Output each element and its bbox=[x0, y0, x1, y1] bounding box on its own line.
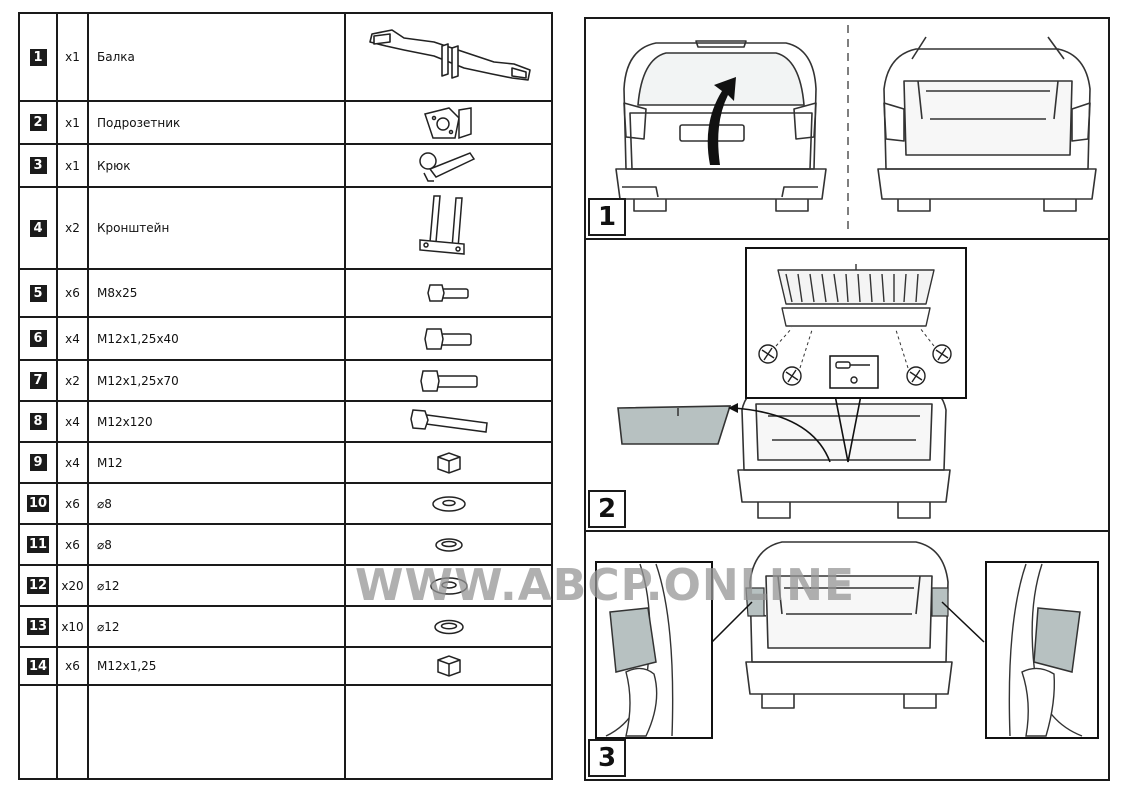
part-number: 1 bbox=[29, 48, 47, 66]
part-number: 7 bbox=[29, 372, 47, 389]
table-row: 14 x6 M12x1,25 bbox=[18, 646, 553, 686]
part-name: M12x1,25x70 bbox=[87, 359, 346, 402]
part-name: Балка bbox=[87, 12, 346, 102]
table-row-empty bbox=[18, 684, 553, 780]
part-qty: x4 bbox=[56, 441, 89, 484]
socket-plate-icon bbox=[423, 106, 472, 139]
part-qty: x2 bbox=[56, 186, 89, 270]
part-number: 14 bbox=[26, 657, 50, 675]
table-row: 10 x6 ⌀8 bbox=[18, 482, 553, 525]
installation-steps: 1 bbox=[584, 17, 1110, 781]
part-qty: x4 bbox=[56, 400, 89, 443]
part-number: 8 bbox=[29, 413, 47, 430]
step-number: 3 bbox=[588, 739, 626, 777]
step-2-panel: 2 bbox=[586, 240, 1108, 532]
table-row: 13 x10 ⌀12 bbox=[18, 605, 553, 648]
table-row: 8 x4 M12x120 bbox=[18, 400, 553, 443]
part-name: M12x1,25 bbox=[87, 646, 346, 686]
table-row: 9 x4 M12 bbox=[18, 441, 553, 484]
part-qty: x6 bbox=[56, 482, 89, 525]
part-qty: x1 bbox=[56, 100, 89, 145]
table-row: 3 x1 Крюк bbox=[18, 143, 553, 188]
part-name: ⌀8 bbox=[87, 523, 346, 566]
part-number: 12 bbox=[26, 577, 50, 594]
bracket-icon bbox=[418, 195, 465, 255]
part-qty: x1 bbox=[56, 143, 89, 188]
table-row: 1 x1 Балка bbox=[18, 12, 553, 102]
part-qty: x1 bbox=[56, 12, 89, 102]
table-row: 4 x2 Кронштейн bbox=[18, 186, 553, 270]
washer-icon bbox=[429, 576, 468, 595]
part-qty: x6 bbox=[56, 523, 89, 566]
part-name: M8x25 bbox=[87, 268, 346, 318]
washer-icon bbox=[431, 495, 466, 512]
nut-icon bbox=[436, 451, 461, 474]
hook-icon bbox=[418, 151, 475, 182]
part-qty: x6 bbox=[56, 646, 89, 686]
arrow-up-icon bbox=[707, 77, 736, 165]
part-number: 5 bbox=[29, 284, 47, 302]
parts-table: 1 x1 Балка 2 x1 Подрозетник bbox=[18, 12, 553, 780]
part-name: ⌀12 bbox=[87, 605, 346, 648]
part-number: 13 bbox=[26, 618, 50, 635]
bolt-icon bbox=[409, 408, 488, 433]
part-number: 10 bbox=[26, 495, 50, 512]
bolt-icon bbox=[426, 284, 469, 302]
part-number: 11 bbox=[26, 536, 50, 553]
part-number: 3 bbox=[29, 157, 47, 174]
trunk-floor-panel bbox=[617, 405, 732, 445]
part-name: Подрозетник bbox=[87, 100, 346, 145]
part-number: 2 bbox=[29, 114, 47, 131]
part-name: ⌀8 bbox=[87, 482, 346, 525]
part-qty: x10 bbox=[56, 605, 89, 648]
part-qty: x6 bbox=[56, 268, 89, 318]
table-row: 2 x1 Подрозетник bbox=[18, 100, 553, 145]
spring-washer-icon bbox=[433, 619, 464, 634]
step-number: 1 bbox=[588, 198, 626, 236]
part-number: 4 bbox=[29, 219, 47, 237]
trunk-panel-removal-illustration bbox=[617, 247, 967, 519]
screw-icon bbox=[758, 344, 952, 386]
part-name: Крюк bbox=[87, 143, 346, 188]
beam-icon bbox=[368, 29, 531, 81]
table-row: 5 x6 M8x25 bbox=[18, 268, 553, 318]
car-rear-closed-illustration bbox=[615, 25, 1097, 231]
screwdriver-icon bbox=[835, 361, 870, 384]
spring-washer-icon bbox=[434, 537, 463, 552]
part-name: M12x120 bbox=[87, 400, 346, 443]
part-name: Кронштейн bbox=[87, 186, 346, 270]
part-name: M12 bbox=[87, 441, 346, 484]
table-row: 6 x4 M12x1,25x40 bbox=[18, 316, 553, 361]
nut-icon bbox=[436, 655, 461, 677]
bolt-icon bbox=[419, 369, 478, 392]
step-3-panel: 3 bbox=[586, 532, 1108, 779]
side-panel-removal-illustration bbox=[595, 541, 1099, 739]
part-qty: x2 bbox=[56, 359, 89, 402]
step-number: 2 bbox=[588, 490, 626, 528]
arrow-left-icon bbox=[728, 403, 738, 413]
step-1-panel: 1 bbox=[586, 19, 1108, 240]
part-number: 9 bbox=[29, 454, 47, 471]
table-row: 11 x6 ⌀8 bbox=[18, 523, 553, 566]
part-qty: x20 bbox=[56, 564, 89, 607]
table-row: 7 x2 M12x1,25x70 bbox=[18, 359, 553, 402]
part-name: ⌀12 bbox=[87, 564, 346, 607]
part-number: 6 bbox=[29, 330, 47, 347]
table-row: 12 x20 ⌀12 bbox=[18, 564, 553, 607]
bolt-icon bbox=[423, 327, 472, 350]
part-qty: x4 bbox=[56, 316, 89, 361]
part-name: M12x1,25x40 bbox=[87, 316, 346, 361]
